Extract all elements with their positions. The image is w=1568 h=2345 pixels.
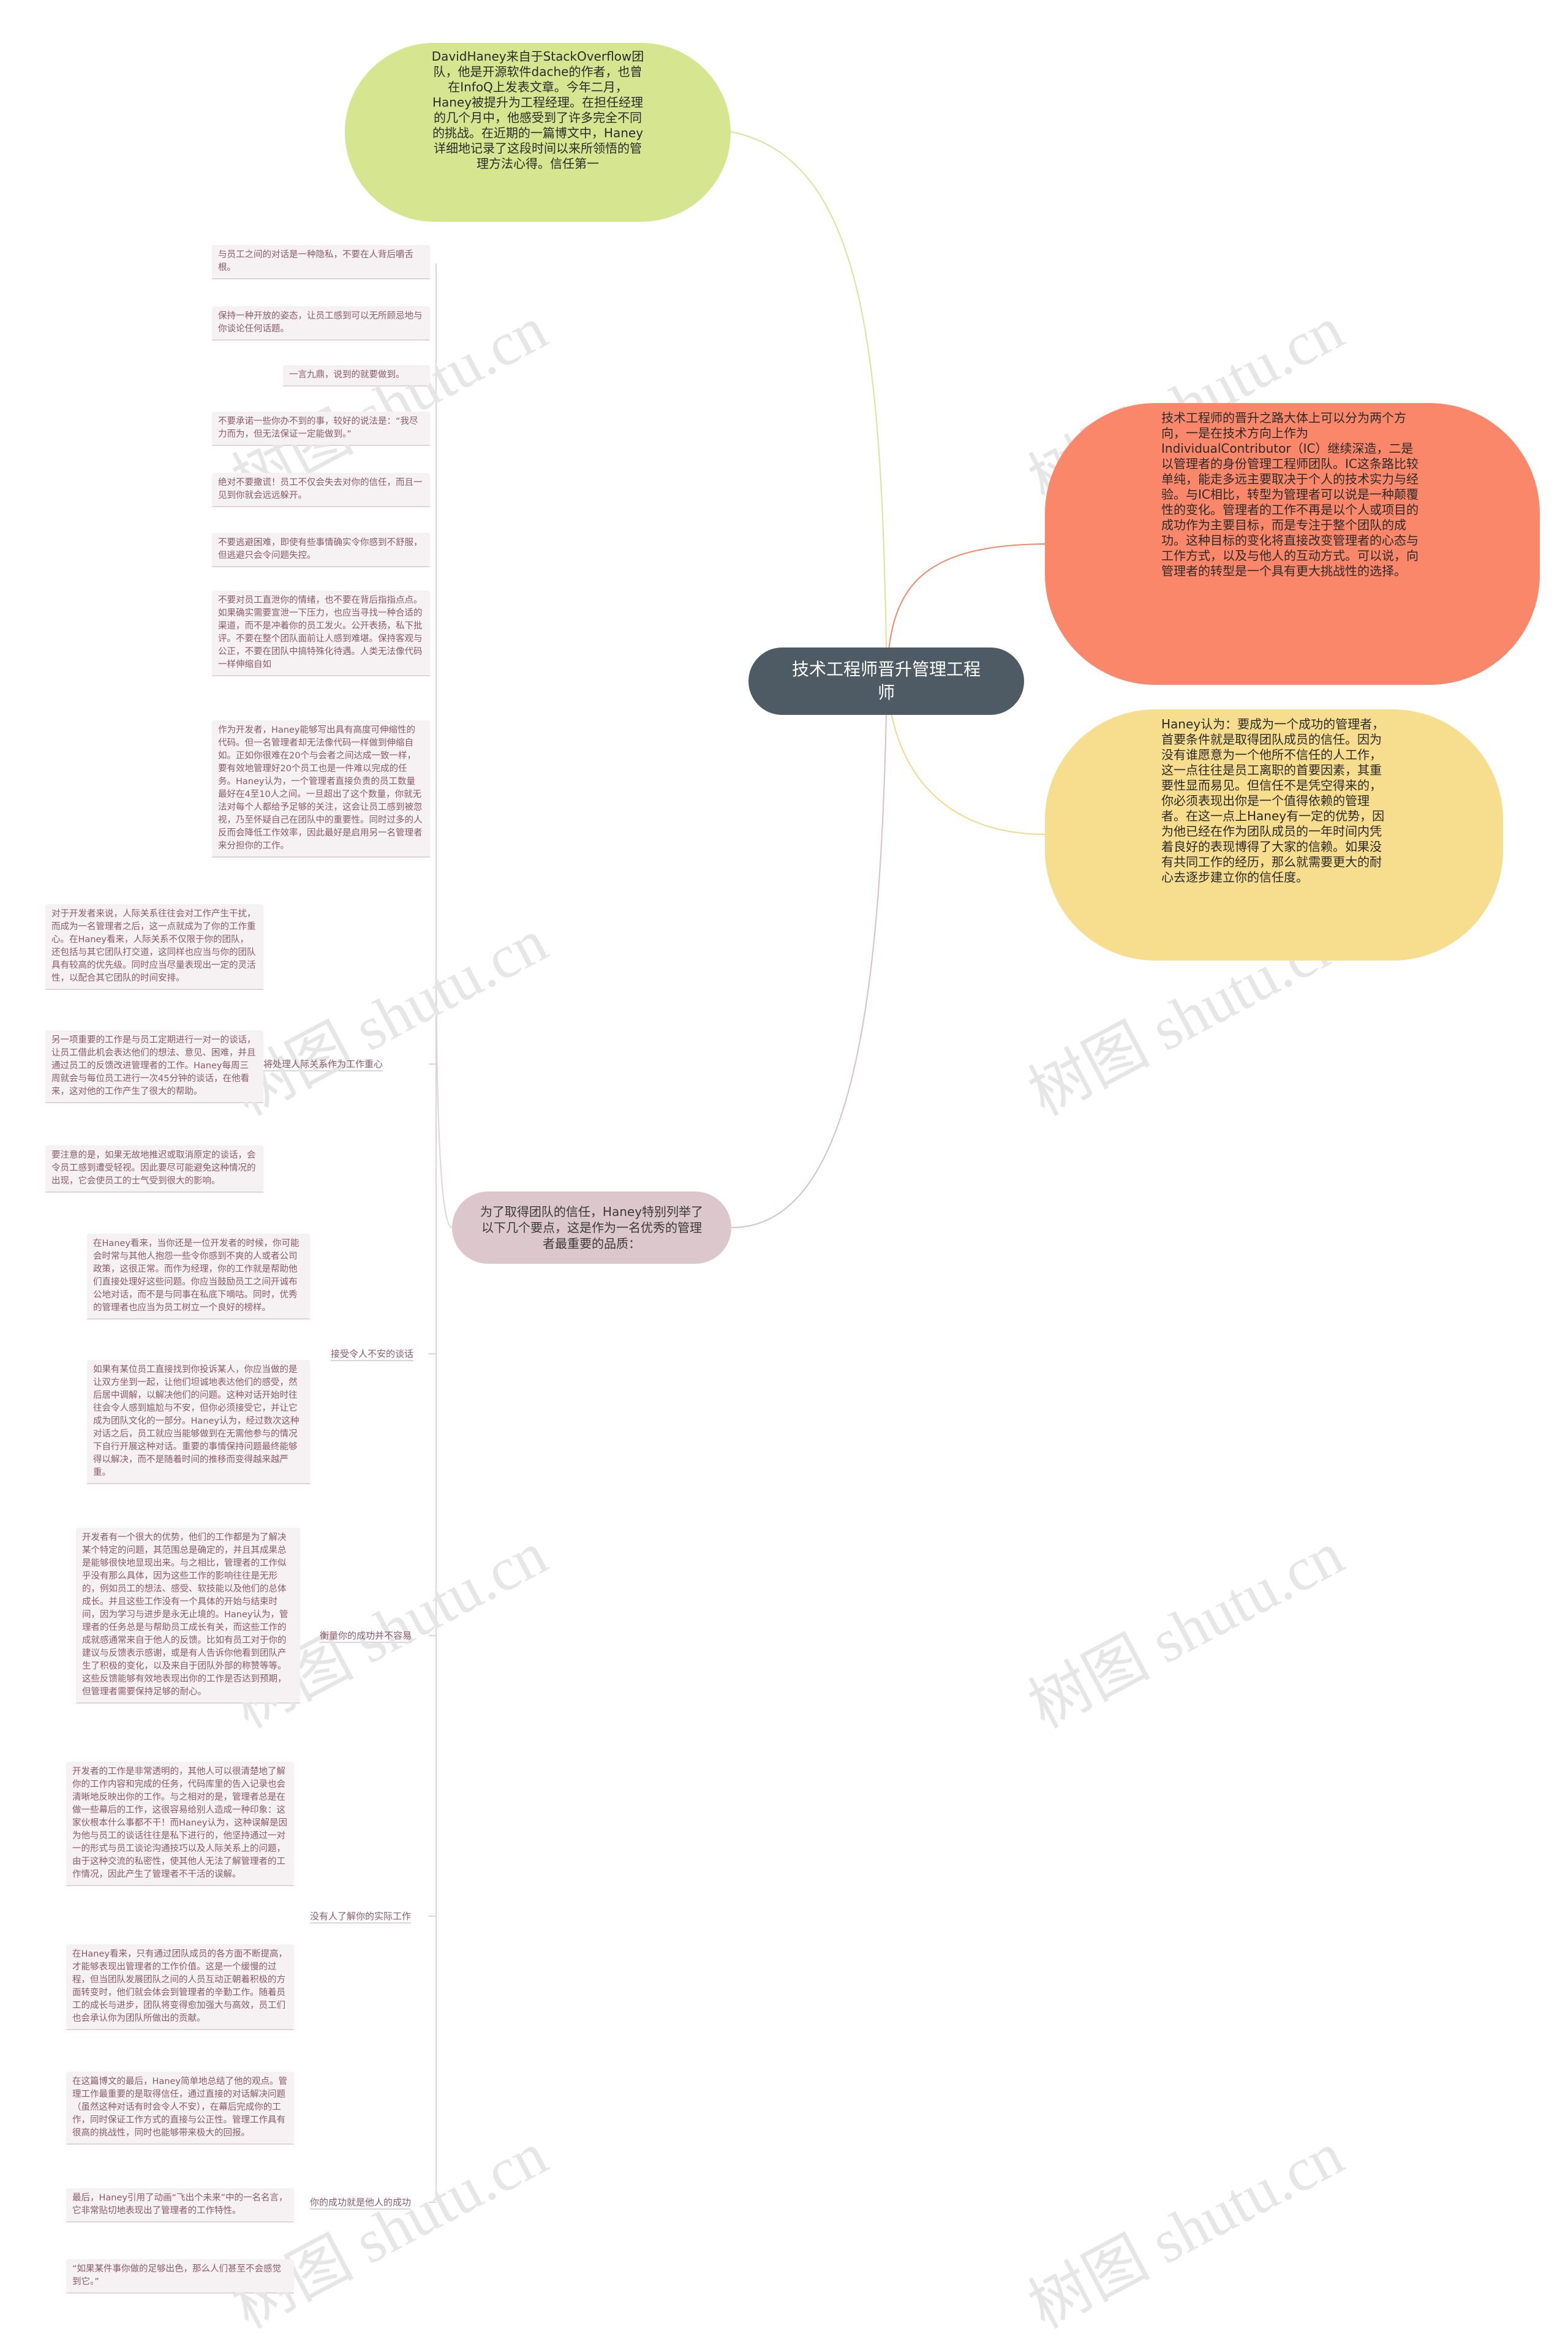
leaf-emotions[interactable]: 不要对员工直泄你的情绪，也不要在背后指指点点。如果确实需要宣泄一下压力，也应当寻… xyxy=(212,591,430,675)
leaf-openness[interactable]: 保持一种开放的姿态，让员工感到可以无所顾忌地与你谈论任何话题。 xyxy=(212,306,430,339)
intro-bubble[interactable]: DavidHaney来自于StackOverflow团队，他是开源软件dache… xyxy=(345,43,731,222)
leaf-keep-promise[interactable]: 一言九鼎，说到的就要做到。 xyxy=(283,365,430,385)
trust-text: Haney认为：要成为一个成功的管理者，首要条件就是取得团队成员的信任。因为没有… xyxy=(1161,717,1385,885)
connector-root-points xyxy=(731,681,888,1228)
group-uncomfortable-talks[interactable]: 接受令人不安的谈话 xyxy=(331,1348,413,1360)
leaf-text: 对于开发者来说，人际关系往往会对工作产生干扰，而成为一名管理者之后，这一点就成为… xyxy=(51,909,256,983)
leaf-text: 一言九鼎，说到的就要做到。 xyxy=(289,370,405,380)
group-label: 接受令人不安的谈话 xyxy=(331,1348,414,1359)
group-label: 你的成功就是他人的成功 xyxy=(310,2197,412,2208)
key-points-text: 为了取得团队的信任，Haney特别列举了以下几个要点，这是作为一名优秀的管理者最… xyxy=(480,1204,704,1251)
group-label: 没有人了解你的实际工作 xyxy=(310,1911,412,1922)
career-bubble[interactable]: 技术工程师的晋升之路大体上可以分为两个方向，一是在技术方向上作为Individu… xyxy=(1045,403,1540,685)
root-topic[interactable]: 技术工程师晋升管理工程师 xyxy=(748,648,1024,715)
leaf-text: 在Haney看来，当你还是一位开发者的时候，你可能会时常与其他人抱怨一些令你感到… xyxy=(93,1239,300,1313)
leaf-privacy[interactable]: 与员工之间的对话是一种隐私，不要在人背后嚼舌根。 xyxy=(212,245,430,278)
group-others-success[interactable]: 你的成功就是他人的成功 xyxy=(310,2196,411,2208)
connector-points-hub xyxy=(435,857,453,1228)
group-label: 将处理人际关系作为工作重心 xyxy=(263,1059,383,1070)
connector-root-intro xyxy=(730,131,888,682)
group-measure-success[interactable]: 衡量你的成功并不容易 xyxy=(320,1629,412,1642)
group-5-leaf[interactable]: “如果某件事你做的足够出色，那么人们甚至不会感觉到它。” xyxy=(66,2259,294,2292)
group-5-leaf[interactable]: 最后，Haney引用了动画“飞出个未来”中的一名名言，它非常贴切地表现出了管理者… xyxy=(66,2188,294,2221)
leaf-text: 与员工之间的对话是一种隐私，不要在人背后嚼舌根。 xyxy=(218,250,413,273)
leaf-scaling[interactable]: 作为开发者，Haney能够写出具有高度可伸缩性的代码。但一名管理者却无法像代码一… xyxy=(212,720,430,856)
career-text: 技术工程师的晋升之路大体上可以分为两个方向，一是在技术方向上作为Individu… xyxy=(1161,410,1419,578)
leaf-text: 绝对不要撒谎！员工不仅会失去对你的信任，而且一见到你就会远远躲开。 xyxy=(218,478,423,500)
group-5-leaf[interactable]: 在这篇博文的最后，Haney简单地总结了他的观点。管理工作最重要的是取得信任，通… xyxy=(66,2072,294,2143)
group-1-leaf[interactable]: 要注意的是，如果无故地推迟或取消原定的谈话，会令员工感到遭受轻视。因此要尽可能避… xyxy=(45,1146,263,1191)
group-relationships[interactable]: 将处理人际关系作为工作重心 xyxy=(263,1058,383,1070)
group-3-leaf[interactable]: 开发者有一个很大的优势，他们的工作都是为了解决某个特定的问题，其范围总是确定的，… xyxy=(76,1528,300,1702)
leaf-text: 要注意的是，如果无故地推迟或取消原定的谈话，会令员工感到遭受轻视。因此要尽可能避… xyxy=(51,1150,256,1186)
trust-bubble[interactable]: Haney认为：要成为一个成功的管理者，首要条件就是取得团队成员的信任。因为没有… xyxy=(1045,709,1503,961)
leaf-text: 如果有某位员工直接找到你投诉某人，你应当做的是让双方坐到一起，让他们坦诚地表达他… xyxy=(93,1365,300,1478)
leaf-text: 不要逃避困难，即使有些事情确实令你感到不舒服，但逃避只会令问题失控。 xyxy=(218,538,423,561)
leaf-text: 在Haney看来，只有通过团队成员的各方面不断提高，才能够表现出管理者的工作价值… xyxy=(72,1949,287,2023)
group-invisible-work[interactable]: 没有人了解你的实际工作 xyxy=(310,1910,411,1922)
group-1-leaf[interactable]: 对于开发者来说，人际关系往往会对工作产生干扰，而成为一名管理者之后，这一点就成为… xyxy=(45,904,263,989)
leaf-text: 最后，Haney引用了动画“飞出个未来”中的一名名言，它非常贴切地表现出了管理者… xyxy=(72,2193,288,2216)
leaf-text: 不要承诺一些你办不到的事，较好的说法是：“我尽力而为，但无法保证一定能做到。” xyxy=(218,417,418,439)
leaf-face-difficulty[interactable]: 不要逃避困难，即使有些事情确实令你感到不舒服，但逃避只会令问题失控。 xyxy=(212,533,430,566)
key-points-node[interactable]: 为了取得团队的信任，Haney特别列举了以下几个要点，这是作为一名优秀的管理者最… xyxy=(452,1191,731,1264)
leaf-text: “如果某件事你做的足够出色，那么人们甚至不会感觉到它。” xyxy=(72,2264,282,2287)
group-2-leaf[interactable]: 如果有某位员工直接找到你投诉某人，你应当做的是让双方坐到一起，让他们坦诚地表达他… xyxy=(87,1360,310,1483)
intro-text: DavidHaney来自于StackOverflow团队，他是开源软件dache… xyxy=(431,49,644,171)
group-2-leaf[interactable]: 在Haney看来，当你还是一位开发者的时候，你可能会时常与其他人抱怨一些令你感到… xyxy=(87,1234,310,1318)
leaf-text: 保持一种开放的姿态，让员工感到可以无所顾忌地与你谈论任何话题。 xyxy=(218,311,423,334)
leaf-text: 开发者有一个很大的优势，他们的工作都是为了解决某个特定的问题，其范围总是确定的，… xyxy=(82,1533,288,1697)
leaf-text: 不要对员工直泄你的情绪，也不要在背后指指点点。如果确实需要宣泄一下压力，也应当寻… xyxy=(218,595,423,670)
leaf-text: 开发者的工作是非常透明的，其他人可以很清楚地了解你的工作内容和完成的任务，代码库… xyxy=(72,1767,287,1879)
leaf-text: 在这篇博文的最后，Haney简单地总结了他的观点。管理工作最重要的是取得信任，通… xyxy=(72,2077,287,2138)
group-4-leaf[interactable]: 在Haney看来，只有通过团队成员的各方面不断提高，才能够表现出管理者的工作价值… xyxy=(66,1944,294,2029)
group-4-leaf[interactable]: 开发者的工作是非常透明的，其他人可以很清楚地了解你的工作内容和完成的任务，代码库… xyxy=(66,1762,294,1885)
leaf-text: 另一项重要的工作是与员工定期进行一对一的谈话，让员工借此机会表达他们的想法、意见… xyxy=(51,1035,256,1097)
leaf-no-lying[interactable]: 绝对不要撒谎！员工不仅会失去对你的信任，而且一见到你就会远远躲开。 xyxy=(212,473,430,506)
group-label: 衡量你的成功并不容易 xyxy=(320,1630,412,1641)
group-1-leaf[interactable]: 另一项重要的工作是与员工定期进行一对一的谈话，让员工借此机会表达他们的想法、意见… xyxy=(45,1030,263,1102)
leaf-text: 作为开发者，Haney能够写出具有高度可伸缩性的代码。但一名管理者却无法像代码一… xyxy=(218,725,423,851)
connector-root-trust xyxy=(886,681,1046,835)
leaf-no-overpromise[interactable]: 不要承诺一些你办不到的事，较好的说法是：“我尽力而为，但无法保证一定能做到。” xyxy=(212,412,430,445)
root-topic-label: 技术工程师晋升管理工程师 xyxy=(791,659,981,703)
connector-root-career xyxy=(886,543,1046,682)
